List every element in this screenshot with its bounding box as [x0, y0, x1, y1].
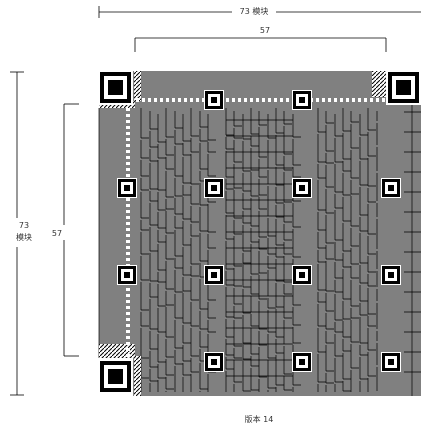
alignment-pattern: [381, 352, 401, 372]
left-outer-dimension-unit: 模块: [16, 232, 32, 242]
finder-pattern-top-left: [99, 71, 133, 105]
format-info-top-left: [134, 71, 141, 101]
finder-pattern-top-right: [386, 71, 421, 105]
alignment-pattern: [381, 265, 401, 285]
top-outer-dimension: 73 模块: [99, 4, 421, 18]
alignment-pattern: [117, 265, 137, 285]
alignment-pattern: [204, 90, 224, 110]
alignment-pattern: [204, 352, 224, 372]
format-info-bottom-left-vertical: [134, 356, 141, 396]
left-inner-dimension: 57: [52, 104, 79, 356]
alignment-pattern: [292, 352, 312, 372]
left-inner-dimension-label: 57: [52, 229, 62, 238]
qr-symbol: [99, 71, 421, 396]
top-inner-dimension: 57: [135, 24, 386, 52]
top-outer-dimension-label: 73 模块: [240, 6, 269, 16]
alignment-pattern: [292, 90, 312, 110]
alignment-pattern: [381, 178, 401, 198]
top-inner-dimension-label: 57: [260, 26, 270, 35]
finder-pattern-bottom-left: [99, 358, 133, 396]
alignment-pattern: [117, 178, 137, 198]
alignment-pattern: [204, 178, 224, 198]
alignment-pattern: [292, 178, 312, 198]
alignment-pattern: [204, 265, 224, 285]
left-outer-dimension: 73 模块: [10, 72, 32, 395]
left-outer-dimension-value: 73: [19, 221, 29, 230]
format-info-top-right: [372, 71, 387, 97]
version-label: 版本 14: [245, 414, 274, 424]
alignment-pattern: [292, 265, 312, 285]
